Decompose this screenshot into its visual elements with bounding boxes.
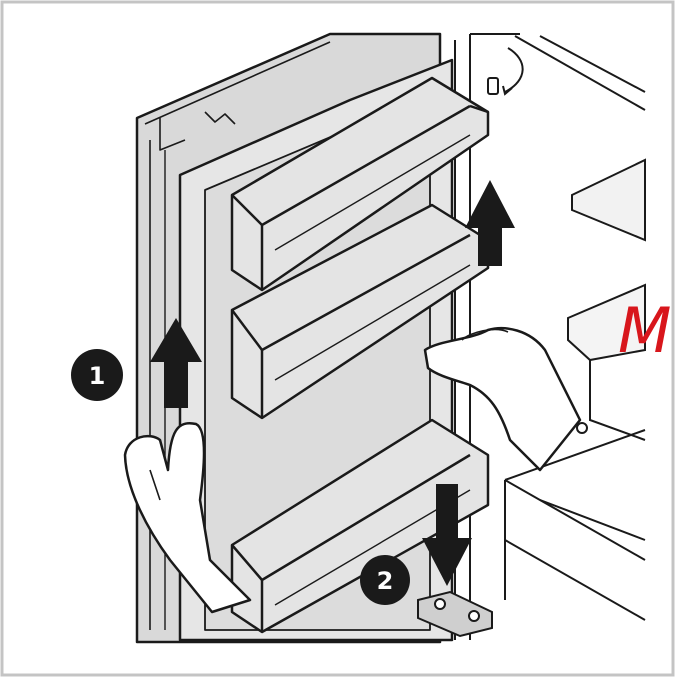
hinge-icon bbox=[417, 590, 493, 638]
down-arrow-icon bbox=[422, 484, 472, 586]
hand-icon bbox=[123, 326, 582, 614]
step-badge-2: 2 bbox=[360, 555, 410, 605]
step-badge-1: 1 bbox=[71, 349, 123, 401]
step-number-1: 1 bbox=[89, 362, 106, 390]
door-bin-middle bbox=[230, 203, 490, 420]
door-bin-bottom bbox=[230, 418, 490, 634]
up-arrow-icon bbox=[150, 180, 515, 408]
door-bin-top bbox=[230, 76, 490, 292]
step-number-2: 2 bbox=[377, 567, 394, 595]
overlay-letter: M bbox=[618, 294, 672, 367]
